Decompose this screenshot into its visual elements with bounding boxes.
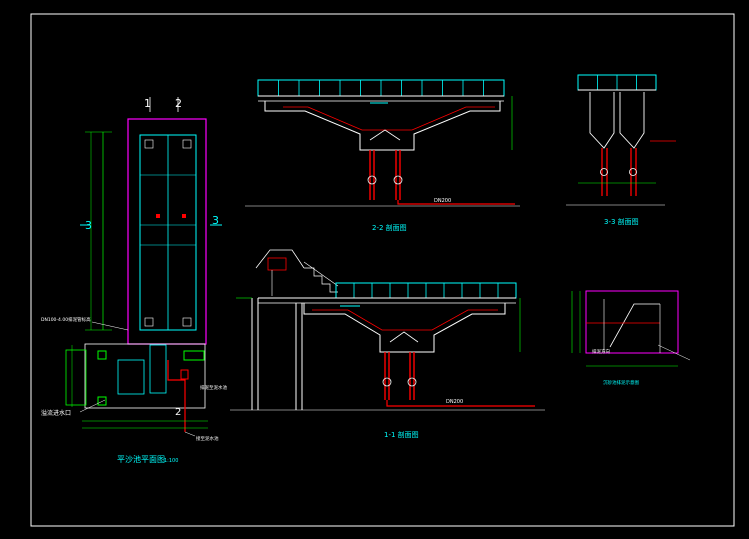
plan-corner-post	[144, 317, 154, 327]
plan-red-mark	[182, 214, 186, 218]
s33-hopper	[589, 92, 615, 149]
s11-hopper	[389, 331, 419, 343]
s11-valve	[407, 377, 417, 387]
plan-view-scale: 1:100	[164, 458, 178, 464]
s33-handrail-posts	[577, 75, 657, 90]
drawing-frame	[30, 13, 735, 527]
plan-note-inlet: 溢流进水口	[41, 409, 71, 417]
axis-mark-1: 1	[144, 97, 151, 110]
plan-note-mud-pool: 接至泥水池	[196, 435, 219, 442]
plan-view	[65, 97, 222, 437]
plan-note-drain: 排泥至泥水池	[200, 384, 227, 391]
s22-tank-wall	[264, 101, 501, 151]
plan-small-box	[183, 350, 205, 361]
s11-hoist	[255, 249, 305, 269]
plan-inlet-structure	[84, 343, 206, 409]
s11-pipe-label: DN200	[446, 399, 463, 405]
detail-caption: 沉砂池排泥示意图	[603, 379, 639, 386]
detail-label: 排泥方向	[592, 348, 610, 355]
plan-small-box	[97, 396, 107, 406]
s33-valve	[629, 168, 637, 176]
section-2-2-title: 2-2 剖面图	[372, 223, 407, 232]
s11-tank-wall	[303, 303, 506, 353]
leader-line	[91, 321, 129, 331]
section-1-1-view	[230, 249, 545, 411]
s11-handrail-posts	[335, 283, 517, 298]
s11-pipe-horizontal	[386, 400, 535, 407]
detail-view	[571, 290, 691, 367]
section-3-3-view	[566, 74, 676, 206]
plan-small-box	[97, 350, 107, 360]
detail-leader	[657, 344, 691, 361]
plan-inlet-box	[65, 349, 87, 406]
s22-valve	[367, 175, 377, 185]
section-1-1-title: 1-1 剖面图	[384, 430, 419, 439]
plan-corner-post	[182, 139, 192, 149]
plan-valve	[180, 369, 189, 380]
s22-valve	[393, 175, 403, 185]
axis-mark-3-right: 3	[212, 214, 219, 227]
s22-pipe-horizontal	[397, 200, 515, 205]
axis-mark-2-bottom: 2	[175, 407, 181, 418]
detail-outline	[585, 290, 679, 354]
s22-pipe-label: DN200	[434, 198, 451, 204]
plan-view-title: 平沙池平面图	[117, 454, 165, 464]
plan-red-mark	[156, 214, 160, 218]
s11-inner-line	[312, 309, 498, 331]
s11-stair-rail	[303, 261, 339, 287]
s22-inner-line	[283, 106, 495, 131]
leader-line	[184, 431, 196, 437]
s22-handrail-posts	[257, 80, 505, 96]
axis-mark-3-left: 3	[85, 219, 92, 232]
section-2-2-view	[245, 79, 520, 207]
plan-channel	[149, 344, 167, 394]
s33-hopper	[619, 92, 645, 149]
s22-hopper	[369, 129, 401, 141]
detail-ramp	[609, 303, 660, 348]
plan-corner-post	[144, 139, 154, 149]
s11-hoist-motor	[267, 257, 287, 271]
plan-channel	[117, 359, 145, 395]
axis-mark-2: 2	[175, 97, 182, 110]
plan-corner-post	[182, 317, 192, 327]
s11-valve	[382, 377, 392, 387]
plan-note-outlet: DN100-4.00排泥管标高	[41, 316, 91, 323]
s11-stairs	[304, 267, 338, 293]
plan-drain-pipe	[167, 360, 186, 432]
s33-valve	[600, 168, 608, 176]
leader-line	[79, 399, 106, 413]
section-3-3-title: 3-3 剖面图	[604, 217, 639, 226]
